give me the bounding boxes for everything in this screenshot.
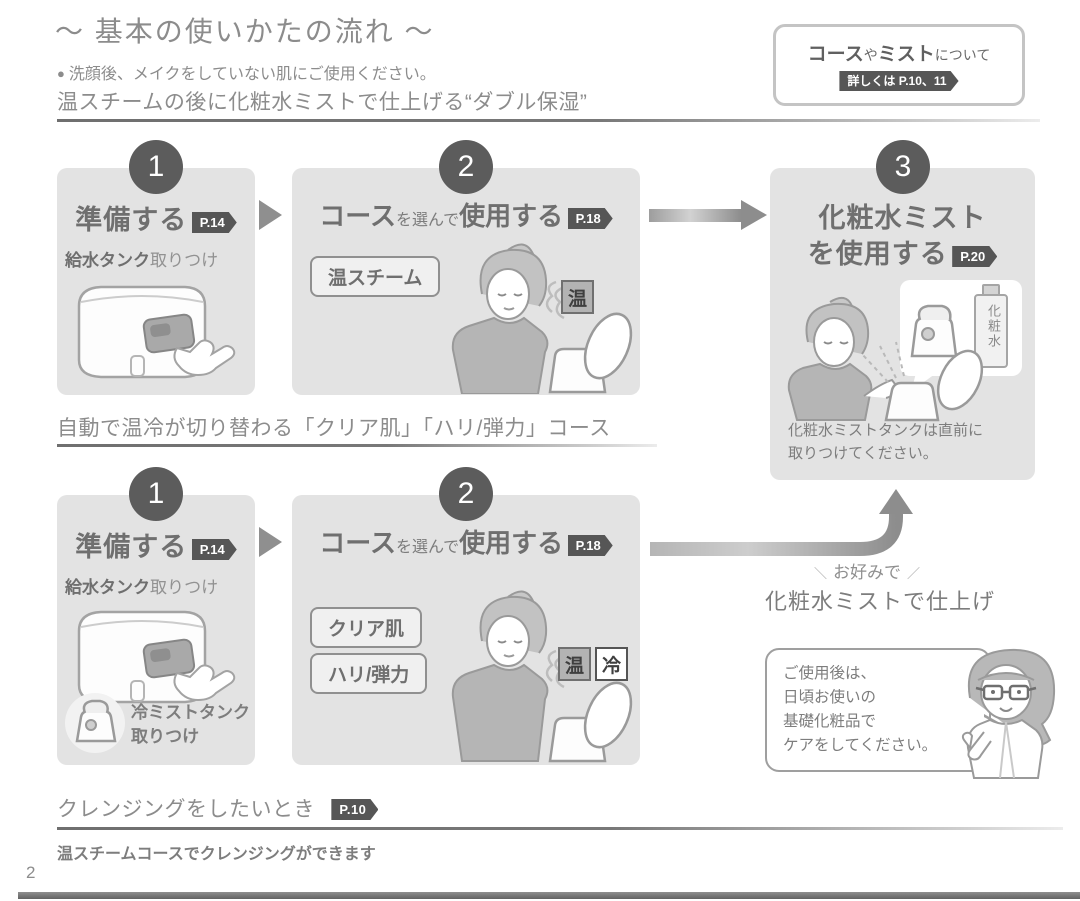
step-box-course-top: コースを選んで使用する P.18 温スチーム 温 bbox=[292, 168, 640, 395]
warm-badge-bottom: 温 bbox=[558, 647, 591, 681]
prepare-page-badge: P.14 bbox=[192, 539, 237, 560]
step-number-1-top: 1 bbox=[129, 140, 183, 194]
step-box-mist: 化粧水ミスト を使用する P.20 化粧水 bbox=[770, 168, 1035, 480]
step-number-3: 3 bbox=[876, 140, 930, 194]
section-divider-1 bbox=[57, 119, 1040, 122]
flow-arrow-icon bbox=[259, 527, 282, 557]
finish-with-mist-text: 化粧水ミストで仕上げ bbox=[765, 589, 996, 614]
course-title-main2: 使用する bbox=[459, 201, 564, 231]
page-number: 2 bbox=[26, 863, 36, 882]
woman-mist-illustration bbox=[778, 292, 998, 422]
prepare-title: 準備する bbox=[75, 205, 188, 235]
gradient-arrow-body bbox=[649, 209, 741, 222]
cleansing-body: 温スチームコースでクレンジングができます bbox=[57, 846, 376, 863]
mist-caption-line1: 化粧水ミストタンクは直前に bbox=[788, 422, 984, 439]
water-tank-attach-illustration bbox=[67, 272, 245, 387]
woman-steaming-illustration bbox=[392, 234, 637, 394]
course-label-firmness: ハリ/弾力 bbox=[310, 653, 428, 694]
course-title-main2: 使用する bbox=[459, 528, 564, 558]
step-number-1-bottom: 1 bbox=[129, 467, 183, 521]
cold-tank-text-line2: 取りつけ bbox=[131, 726, 200, 746]
gradient-arrow-head bbox=[741, 200, 767, 230]
mist-title-line2: を使用する bbox=[807, 239, 948, 269]
section-divider-3 bbox=[57, 827, 1063, 830]
advice-bubble: ご使用後は、 日頃お使いの 基礎化粧品で ケアをしてください。 bbox=[765, 648, 991, 772]
course-title-main1: コース bbox=[319, 528, 396, 558]
step-box-prepare-top: 準備する P.14 給水タンク取りつけ bbox=[57, 168, 255, 395]
woman-steaming-illustration bbox=[392, 577, 637, 763]
info-box-word-course: コース bbox=[807, 44, 864, 65]
cold-badge-bottom: 冷 bbox=[595, 647, 628, 681]
step-box-course-bottom: コースを選んで使用する P.18 クリア肌 ハリ/弾力 温 冷 bbox=[292, 495, 640, 765]
mist-tank-illustration bbox=[904, 296, 964, 362]
prepare-title: 準備する bbox=[75, 532, 188, 562]
course-mist-info-box: コースやミストについて 詳しくは P.10、11 bbox=[773, 24, 1025, 106]
course-title-small: を選んで bbox=[395, 539, 460, 556]
warm-badge-top: 温 bbox=[561, 280, 594, 314]
step-number-2-top: 2 bbox=[439, 140, 493, 194]
cleansing-heading-row: クレンジングをしたいとき P.10 bbox=[57, 793, 378, 823]
advice-line2: 日頃お使いの bbox=[783, 689, 877, 707]
cleansing-page-badge: P.10 bbox=[331, 799, 378, 820]
course-page-badge: P.18 bbox=[568, 208, 613, 229]
mist-caption-line2: 取りつけてください。 bbox=[788, 444, 938, 462]
usage-note-text: 洗顔後、メイクをしていない肌にご使用ください。 bbox=[68, 66, 436, 83]
course-label-steam: 温スチーム bbox=[310, 256, 441, 297]
advice-line4: ケアをしてください。 bbox=[783, 737, 938, 755]
course-title-main1: コース bbox=[319, 201, 396, 231]
mist-tank-bottle-inset: 化粧水 bbox=[900, 280, 1022, 397]
section-divider-2 bbox=[57, 444, 657, 447]
lotion-bottle: 化粧水 bbox=[974, 294, 1008, 368]
flow-arrow-icon bbox=[259, 200, 282, 230]
decor-left: ＼ bbox=[813, 566, 827, 581]
mist-title-line1: 化粧水ミスト bbox=[818, 203, 987, 233]
prepare-caption-bold: 給水タンク bbox=[65, 578, 150, 597]
gradient-arrow-icon bbox=[649, 200, 767, 230]
cold-mist-tank-icon bbox=[65, 693, 125, 753]
lotion-bottle-label: 化粧水 bbox=[986, 304, 1001, 349]
info-box-word-mist: ミスト bbox=[877, 44, 935, 65]
course-title-small: を選んで bbox=[395, 212, 460, 229]
info-box-word-ya: や bbox=[863, 47, 878, 63]
usage-note: ●洗顔後、メイクをしていない肌にご使用ください。 bbox=[57, 60, 436, 84]
prepare-caption-bold: 給水タンク bbox=[65, 251, 150, 270]
info-box-word-about: について bbox=[934, 47, 991, 63]
mist-page-badge: P.20 bbox=[952, 246, 997, 267]
optional-label: ＼ お好みで ／ bbox=[782, 558, 952, 583]
decor-right: ／ bbox=[907, 566, 921, 581]
info-box-page-badge: 詳しくは P.10、11 bbox=[839, 71, 958, 91]
advice-line1: ご使用後は、 bbox=[783, 665, 877, 682]
cold-tank-text-line1: 冷ミストタンク bbox=[131, 703, 250, 722]
step-box-prepare-bottom: 準備する P.14 給水タンク取りつけ bbox=[57, 495, 255, 765]
prepare-caption-rest: 取りつけ bbox=[150, 251, 219, 270]
info-box-title: コースやミストについて bbox=[808, 39, 991, 66]
curved-arrow-icon bbox=[648, 487, 928, 567]
advice-line3: 基礎化粧品で bbox=[783, 713, 877, 731]
page-bottom-bar bbox=[18, 892, 1080, 899]
optional-label-text: お好みで bbox=[833, 563, 901, 582]
prepare-caption-rest: 取りつけ bbox=[150, 578, 219, 597]
section-heading-auto-course: 自動で温冷が切り替わる「クリア肌」「ハリ/弾力」コース bbox=[57, 417, 611, 440]
step-number-2-bottom: 2 bbox=[439, 467, 493, 521]
course-label-clear-skin: クリア肌 bbox=[310, 607, 423, 648]
bullet-icon: ● bbox=[57, 66, 65, 81]
page-title: ～ 基本の使いかたの流れ ～ bbox=[55, 16, 435, 47]
cleansing-heading: クレンジングをしたいとき bbox=[57, 798, 315, 821]
course-page-badge: P.18 bbox=[568, 535, 613, 556]
section-heading-double-moist: 温スチームの後に化粧水ミストで仕上げる“ダブル保湿” bbox=[57, 91, 588, 114]
prepare-page-badge: P.14 bbox=[192, 212, 237, 233]
advisor-woman-illustration bbox=[948, 640, 1068, 780]
